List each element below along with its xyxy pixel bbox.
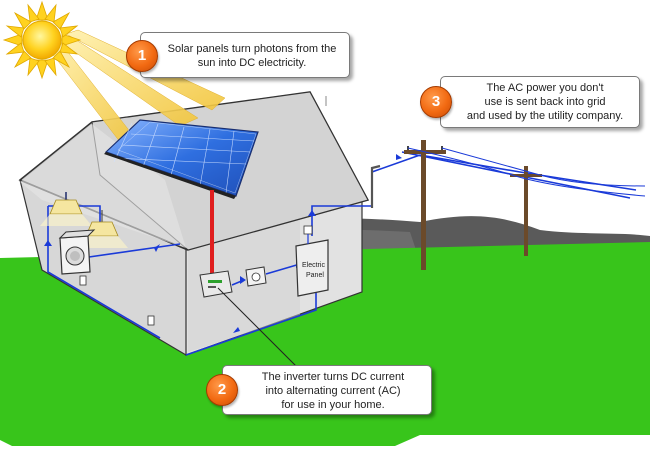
power-lines	[407, 147, 646, 197]
meter-icon	[245, 266, 267, 287]
outlet-icon	[79, 275, 87, 286]
electric-panel-icon: Electric Panel	[295, 225, 329, 297]
solar-panel-icon	[104, 119, 259, 199]
washing-machine-icon	[58, 229, 96, 275]
step-1-line-1: Solar panels turn photons from the	[167, 43, 337, 55]
sun-icon	[2, 0, 82, 80]
step-1-badge: 1	[126, 40, 158, 72]
step-2-callout: The inverter turns DC current into alter…	[222, 365, 432, 415]
step-3-badge: 3	[420, 86, 452, 118]
step-2-badge: 2	[206, 374, 238, 406]
step-1-callout: Solar panels turn photons from the sun i…	[140, 32, 350, 78]
inverter-icon	[199, 270, 233, 298]
step-1-line-2: sun into DC electricity.	[197, 57, 307, 69]
ceiling-light-icon	[40, 192, 92, 226]
utility-pole-icon	[510, 166, 542, 256]
outlet-icon	[147, 315, 155, 326]
gable-end	[20, 124, 186, 248]
step-2-line-3: for use in your home.	[281, 399, 385, 411]
electric-panel-label-1: Electric	[302, 262, 325, 269]
step-2-line-2: into alternating current (AC)	[265, 385, 401, 397]
step-3-line-2: use is sent back into grid	[484, 96, 606, 108]
callout-2-pointer	[217, 287, 303, 373]
house-front-wall-shade	[188, 218, 300, 352]
step-3-line-3: and used by the utility company.	[466, 110, 624, 122]
step-2-line-1: The inverter turns DC current	[261, 371, 405, 383]
step-3-callout: The AC power you don't use is sent back …	[440, 76, 640, 128]
electric-panel-label-2: Panel	[306, 272, 324, 279]
service-mast	[370, 164, 381, 208]
step-3-line-1: The AC power you don't	[486, 82, 604, 94]
